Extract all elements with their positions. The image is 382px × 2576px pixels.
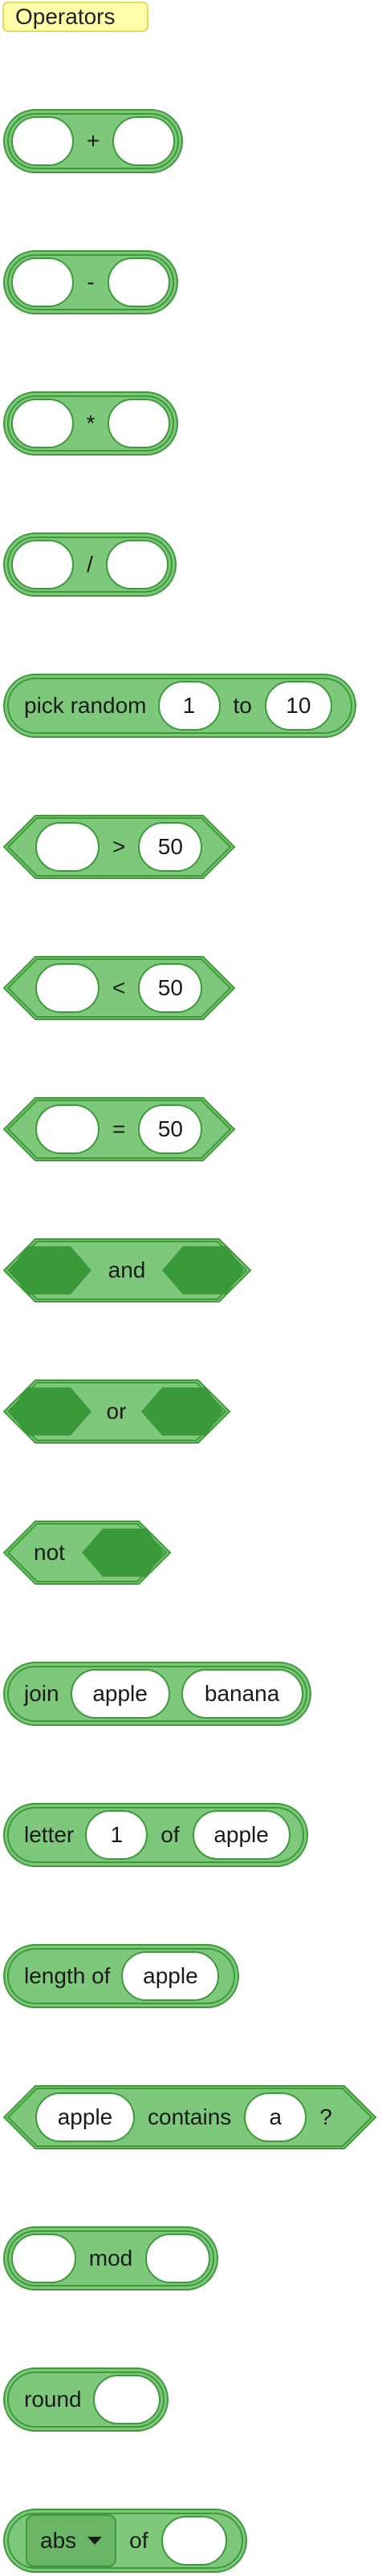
to-label: to [233,693,252,718]
right-operand-input[interactable]: 50 [138,822,203,872]
category-label-text: Operators [15,4,116,29]
operator-label: * [86,411,96,435]
pick-random-label: pick random [24,693,147,718]
not-label: not [34,1540,65,1565]
right-operand-input[interactable] [105,540,169,589]
add-block[interactable]: + [3,109,183,173]
right-operand-input[interactable] [107,257,170,307]
letter-of-block[interactable]: letter 1 of apple [3,1803,308,1867]
operator-label: = [112,1116,126,1141]
right-boolean-slot [162,1246,244,1294]
left-boolean-slot [10,1387,91,1436]
not-block[interactable]: not [3,1521,172,1585]
of-label: of [129,2528,148,2553]
equals-block[interactable]: = 50 [3,1097,236,1161]
right-operand-input[interactable] [112,116,175,166]
left-boolean-slot [10,1246,91,1294]
divide-block[interactable]: / [3,533,177,597]
and-block-shape [3,1238,252,1302]
boolean-slot [82,1529,164,1577]
length-text-input[interactable]: apple [121,1951,220,2001]
right-operand-input[interactable] [145,2234,210,2283]
round-block[interactable]: round [3,2367,169,2432]
right-boolean-slot [141,1387,223,1436]
category-label-operators[interactable]: Operators [2,2,148,32]
length-of-label: length of [24,1963,111,1988]
left-operand-input[interactable] [11,116,74,166]
left-operand-input[interactable] [35,822,100,872]
math-function-block[interactable]: abs of [3,2509,247,2573]
operator-label: < [112,975,126,1000]
letter-label: letter [24,1822,75,1847]
mod-block[interactable]: mod [3,2226,218,2290]
contains-text-input[interactable]: apple [35,2092,135,2142]
round-label: round [24,2387,82,2412]
join-block[interactable]: join apple banana [3,1662,311,1726]
random-from-input[interactable]: 1 [157,681,221,731]
or-block[interactable]: or [3,1379,231,1444]
subtract-block[interactable]: - [3,250,178,314]
or-block-shape [3,1379,231,1444]
caret-down-icon [87,2537,103,2545]
join-first-input[interactable]: apple [70,1669,170,1719]
math-function-dropdown[interactable]: abs [26,2514,117,2567]
join-label: join [24,1681,59,1706]
of-label: of [161,1822,180,1847]
round-value-input[interactable] [92,2375,161,2424]
multiply-block[interactable]: * [3,391,178,456]
contains-label: contains [148,2104,232,2129]
greater-than-block[interactable]: > 50 [3,815,236,879]
contains-value-input[interactable]: a [244,2092,307,2142]
letter-index-input[interactable]: 1 [85,1810,148,1860]
mod-label: mod [88,2246,133,2270]
operator-label: - [87,269,95,294]
join-second-input[interactable]: banana [181,1669,303,1719]
operator-label: + [86,128,100,153]
math-function-value-input[interactable] [161,2516,227,2566]
left-operand-input[interactable] [11,2234,76,2283]
pick-random-block[interactable]: pick random 1 to 10 [3,674,356,738]
math-function-value: abs [40,2528,77,2553]
right-operand-input[interactable] [108,399,170,448]
length-of-block[interactable]: length of apple [3,1944,239,2008]
operator-label: / [87,552,93,577]
less-than-block[interactable]: < 50 [3,956,236,1020]
random-to-input[interactable]: 10 [264,681,332,731]
operator-label: > [112,834,126,859]
left-operand-input[interactable] [11,257,75,307]
right-operand-input[interactable]: 50 [138,963,203,1013]
right-operand-input[interactable]: 50 [138,1104,203,1154]
question-mark-label: ? [319,2104,332,2129]
left-operand-input[interactable] [35,1104,100,1154]
contains-block[interactable]: apple contains a ? [3,2085,377,2149]
or-label: or [106,1399,127,1424]
not-block-shape [3,1521,172,1585]
left-operand-input[interactable] [11,540,75,589]
left-operand-input[interactable] [35,963,100,1013]
left-operand-input[interactable] [11,399,74,448]
letter-text-input[interactable]: apple [192,1810,291,1860]
and-block[interactable]: and [3,1238,252,1302]
and-label: and [108,1258,146,1282]
